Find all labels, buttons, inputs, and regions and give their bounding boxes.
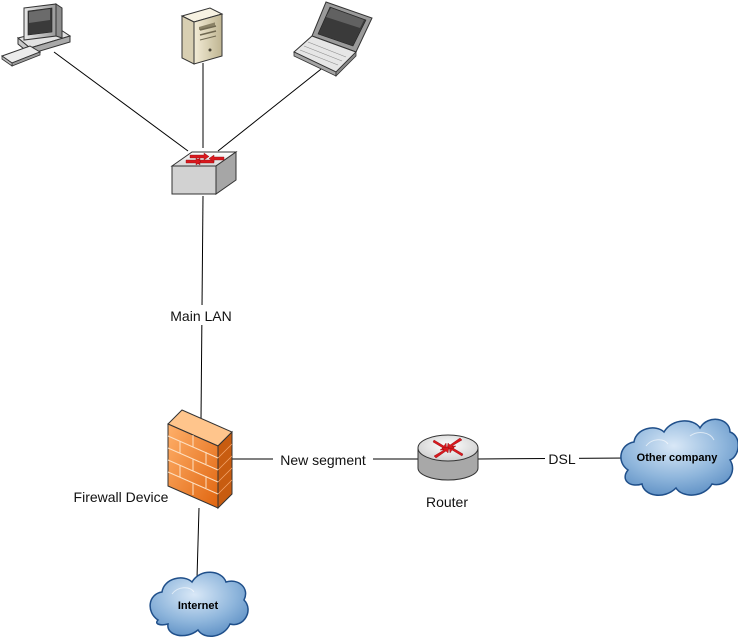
network-switch-icon [170,151,238,195]
link-desktop-switch [53,51,189,152]
desktop-computer-icon [0,3,72,67]
line-labels: Main LAN New segment DSL [164,305,579,470]
firewall-device-label: Firewall Device [74,489,169,505]
dsl-label: DSL [548,451,575,467]
laptop-icon [293,1,373,77]
other-company-cloud: Other company [620,418,738,496]
firewall-brick-icon [167,409,233,510]
router-label: Router [426,494,468,510]
main-lan-label: Main LAN [170,308,231,324]
tower-server-icon [180,7,224,65]
new-segment-label: New segment [280,452,366,468]
internet-cloud: Internet [149,571,249,637]
internet-label: Internet [178,600,219,612]
other-company-label: Other company [637,452,719,464]
router-icon [417,434,479,481]
link-laptop-switch [217,61,331,152]
link-firewall-internet [196,507,200,579]
